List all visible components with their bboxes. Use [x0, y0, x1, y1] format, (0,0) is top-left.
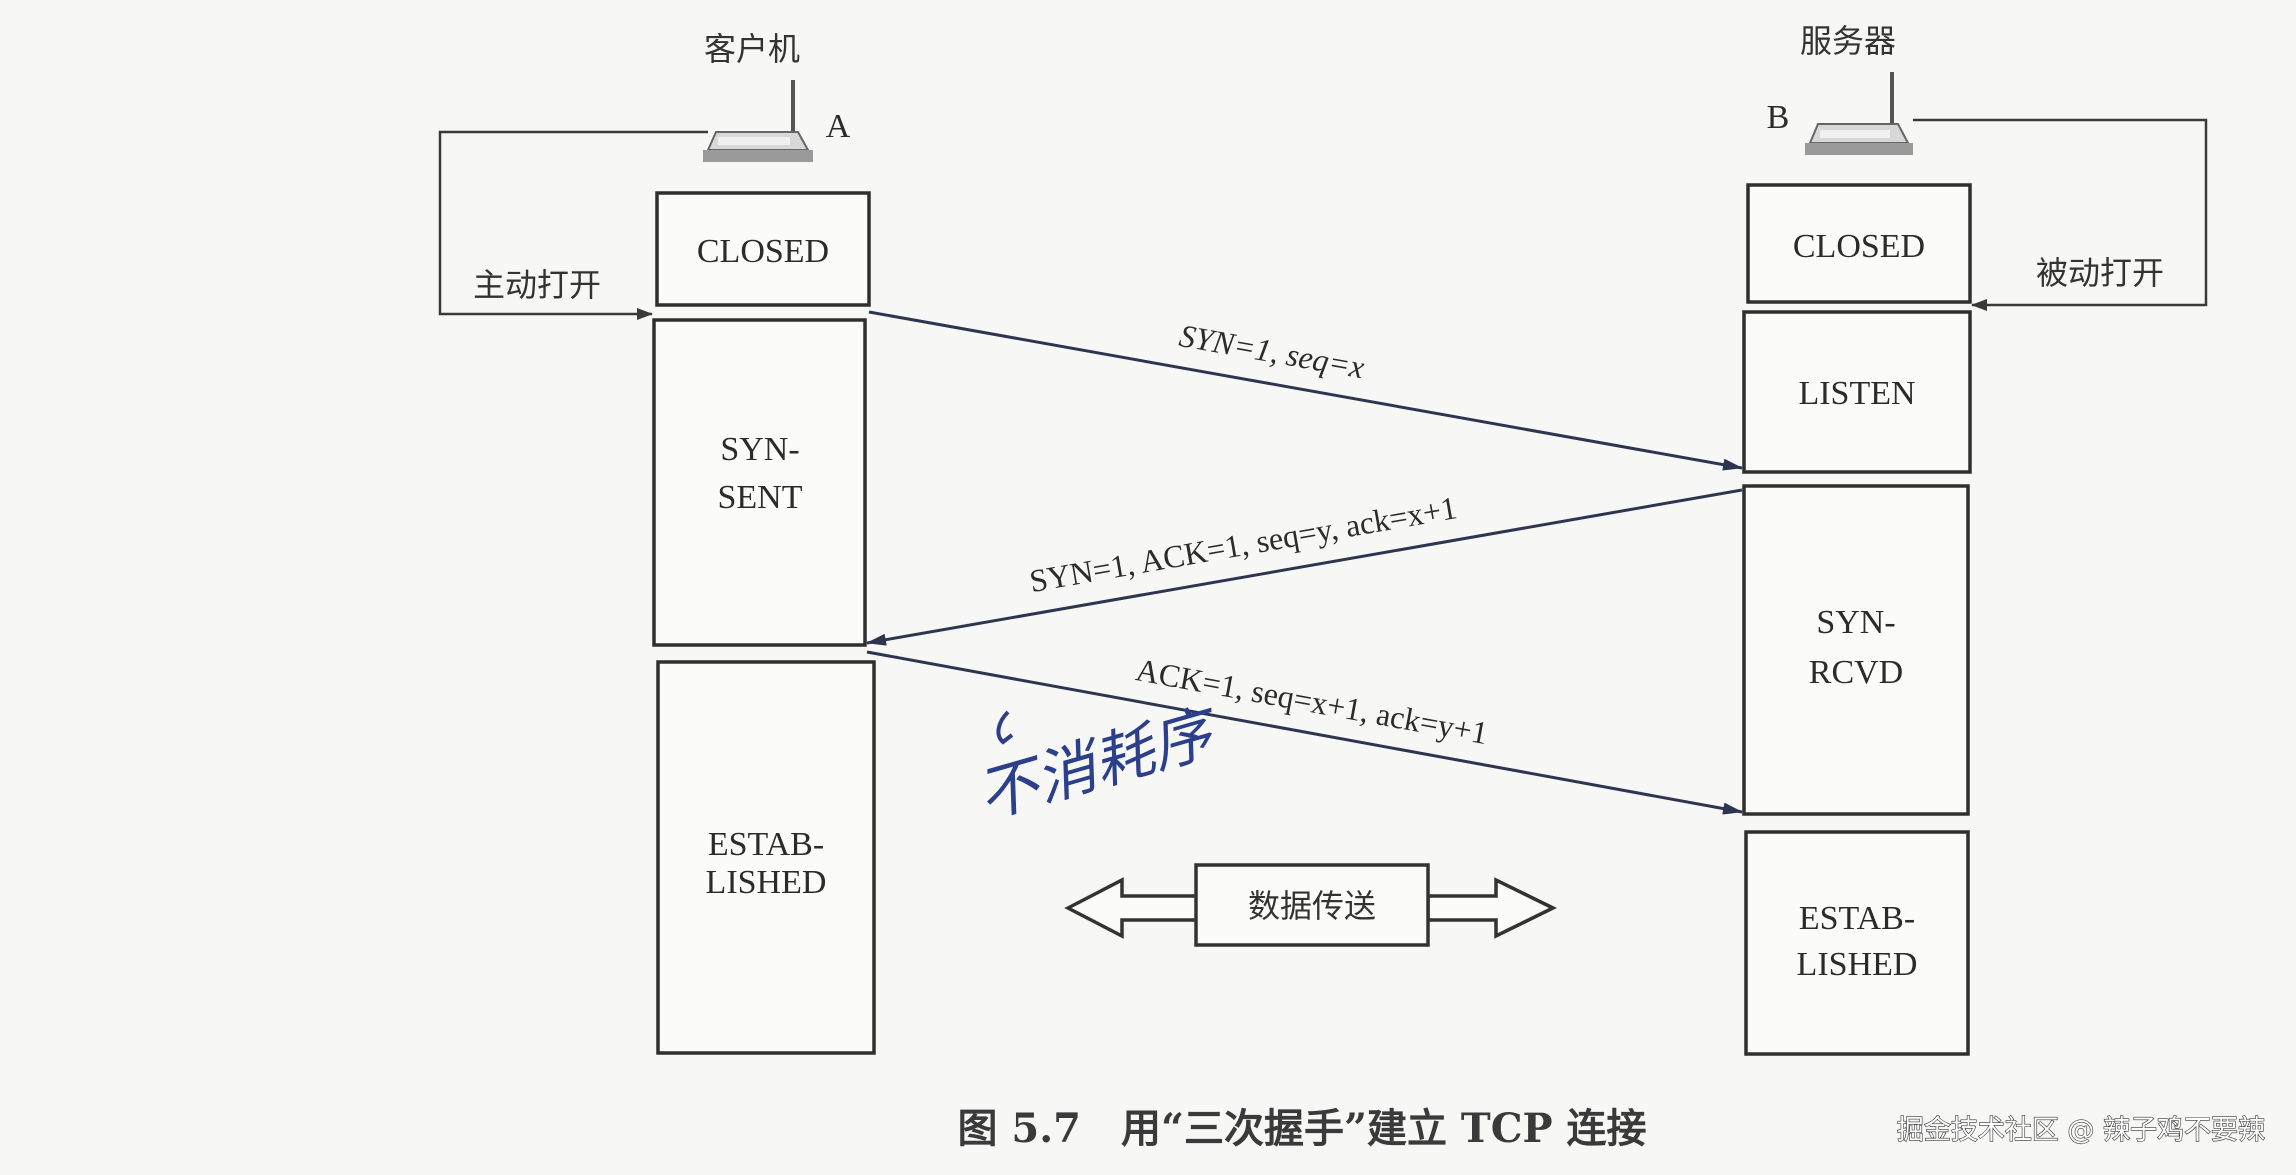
- client-state-syn-sent-line2: SENT: [718, 479, 803, 516]
- server-state-listen-label: LISTEN: [1798, 375, 1915, 412]
- passive-open-label: 被动打开: [2036, 254, 2164, 292]
- client-state-established-line2: LISHED: [706, 864, 827, 901]
- server-state-established-line1: ESTAB-: [1799, 900, 1915, 937]
- server-state-closed-label: CLOSED: [1793, 228, 1925, 265]
- server-state-syn-rcvd-line1: SYN-: [1816, 604, 1895, 641]
- handwritten-annotation: 不消耗序: [970, 697, 1228, 833]
- client-computer-icon: [703, 80, 813, 162]
- client-state-closed: CLOSED: [655, 191, 871, 307]
- client-state-established-line1: ESTAB-: [708, 826, 824, 863]
- client-state-closed-label: CLOSED: [697, 233, 829, 270]
- server-label: 服务器: [1800, 22, 1896, 60]
- watermark: 掘金技术社区 @ 辣子鸡不要辣: [1897, 1115, 2265, 1146]
- server-host-letter: B: [1767, 99, 1790, 136]
- syn-ack-arrow: [866, 488, 1743, 646]
- syn-arrow: [868, 310, 1743, 471]
- active-open-label: 主动打开: [473, 266, 601, 304]
- client-label: 客户机: [704, 30, 800, 68]
- ack-arrow: [866, 650, 1743, 815]
- syn-ack-message-label: SYN=1, ACK=1, seq=y, ack=x+1: [1027, 489, 1460, 599]
- handwritten-note: 不消耗序: [970, 697, 1228, 833]
- client-state-syn-sent: SYN- SENT: [652, 318, 867, 647]
- data-transfer-arrow: 数据传送: [1064, 863, 1557, 947]
- server-computer-icon: [1805, 72, 1913, 155]
- client-host-letter: A: [826, 108, 851, 145]
- server-state-syn-rcvd-line2: RCVD: [1809, 654, 1903, 691]
- server-state-listen: LISTEN: [1742, 310, 1972, 474]
- syn-message-label: SYN=1, seq=x: [1177, 317, 1368, 385]
- client-state-established: ESTAB- LISHED: [656, 660, 876, 1055]
- server-state-closed: CLOSED: [1746, 183, 1972, 304]
- server-state-syn-rcvd: SYN- RCVD: [1742, 484, 1970, 816]
- client-state-syn-sent-line1: SYN-: [720, 431, 799, 468]
- server-state-established-line2: LISHED: [1797, 946, 1918, 983]
- server-state-established: ESTAB- LISHED: [1744, 830, 1970, 1056]
- data-transfer-label: 数据传送: [1248, 887, 1376, 925]
- active-open-connector: [438, 130, 708, 320]
- figure-caption: 图 5.7 用“三次握手”建立 TCP 连接: [957, 1105, 1646, 1152]
- passive-open-connector: [1913, 118, 2208, 311]
